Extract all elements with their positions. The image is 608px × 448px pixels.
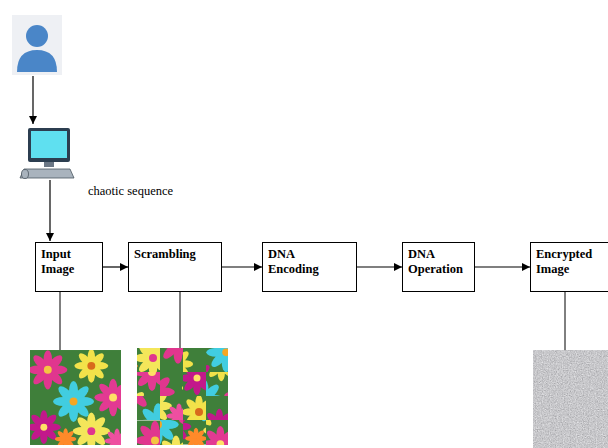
box-label: Input Image: [36, 243, 98, 281]
flow-arrow: [475, 266, 530, 267]
process-box: Encrypted Image: [530, 242, 608, 292]
process-box: DNA Operation: [402, 242, 475, 292]
box-label: Scrambling: [129, 243, 215, 266]
flow-arrow: [32, 76, 33, 124]
encrypted-image-picture: [533, 350, 608, 448]
leader-line: [60, 292, 61, 350]
computer-icon: [20, 128, 74, 179]
box-label: DNA Operation: [403, 243, 471, 281]
scrambled-image-picture: [65, 275, 305, 448]
process-box: DNA Encoding: [262, 242, 357, 292]
flow-arrow: [103, 266, 128, 267]
user-icon: [12, 15, 62, 75]
process-box: Input Image: [35, 242, 103, 292]
flow-arrow: [222, 266, 262, 267]
box-label: Encrypted Image: [531, 243, 603, 281]
leader-line: [565, 292, 566, 350]
input-image-picture: [27, 349, 132, 448]
flow-arrow: [357, 266, 402, 267]
box-label: DNA Encoding: [263, 243, 325, 281]
process-box: Scrambling: [128, 242, 222, 292]
annotation-label: chaotic sequence: [87, 184, 174, 199]
flow-arrow: [49, 180, 50, 241]
leader-line: [180, 292, 181, 348]
